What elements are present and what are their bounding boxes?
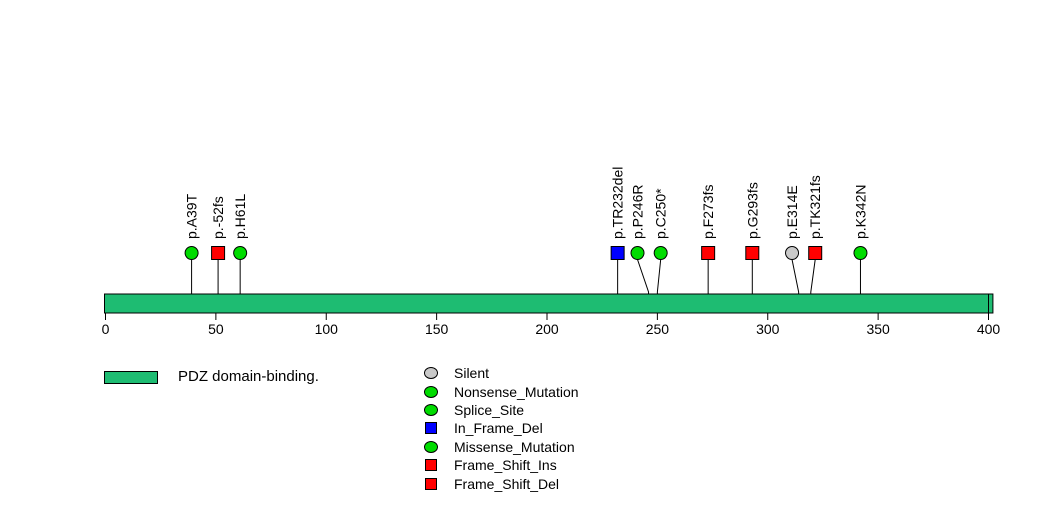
legend-square-icon [425,459,437,472]
mutation-label: p.A39T [184,193,200,239]
legend-item: Silent [424,364,579,382]
mutation-marker [701,246,716,260]
mutation-marker [853,246,868,260]
mutation-marker [785,246,800,260]
legend-item: Splice_Site [424,401,579,419]
legend-circle-icon [424,440,438,453]
mutation-label: p.K342N [852,185,868,239]
mutation-label: p.TK321fs [807,175,823,239]
mutation-marker [610,246,625,260]
axis-tick-label: 300 [756,321,780,337]
mutation-marker [630,246,645,260]
legend-square-icon [425,422,437,435]
mutation-marker [745,246,760,260]
legend-square-icon [425,477,437,490]
axis-tick-label: 100 [315,321,339,337]
legend-item: Missense_Mutation [424,438,579,456]
legend-item-label: Silent [454,365,490,382]
mutation-label: p.P246R [630,185,646,239]
mutation-marker [653,246,668,260]
legend-item: Frame_Shift_Del [424,474,579,492]
axis-tick-label: 350 [866,321,890,337]
mutation-marker [211,246,226,260]
legend-item: Frame_Shift_Ins [424,456,579,474]
mutation-label: p.G293fs [744,182,760,239]
mutation-markers [184,246,868,260]
x-axis: 0 50 100 150 200 250 300 350 400 [102,313,1001,337]
axis-tick-label: 0 [102,321,110,337]
mutation-label: p.-52fs [210,196,226,239]
mutation-marker [233,246,248,260]
axis-tick-label: 200 [535,321,559,337]
legend-circle-icon [424,403,438,416]
legend-item: In_Frame_Del [424,419,579,437]
axis-tick-label: 400 [977,321,1001,337]
protein-bar-group [104,293,994,314]
legend-item-label: Nonsense_Mutation [454,383,579,400]
axis-tick-label: 50 [208,321,224,337]
legend-circle-icon [424,367,438,380]
mutation-label: p.C250* [653,188,669,239]
legend-item-label: Frame_Shift_Ins [454,457,557,474]
protein-bar [104,293,994,314]
legend-item-label: In_Frame_Del [454,420,543,437]
mutation-label: p.H61L [232,194,248,239]
mutation-label: p.TR232del [610,167,626,239]
domain-legend: PDZ domain-binding. [104,368,319,386]
legend-item-label: Splice_Site [454,401,525,418]
domain-legend-label: PDZ domain-binding. [178,368,319,385]
legend-circle-icon [424,385,438,398]
legend-item-label: Missense_Mutation [454,438,575,455]
legend-item-label: Frame_Shift_Del [454,475,560,492]
axis-tick-label: 150 [425,321,449,337]
legend-item: Nonsense_Mutation [424,382,579,400]
mutation-label: p.F273fs [700,185,716,239]
mutation-marker [808,246,823,260]
axis-tick-label: 250 [646,321,670,337]
mutation-label: p.E314E [784,185,800,239]
domain-color-swatch [104,370,158,384]
mutation-marker [184,246,199,260]
